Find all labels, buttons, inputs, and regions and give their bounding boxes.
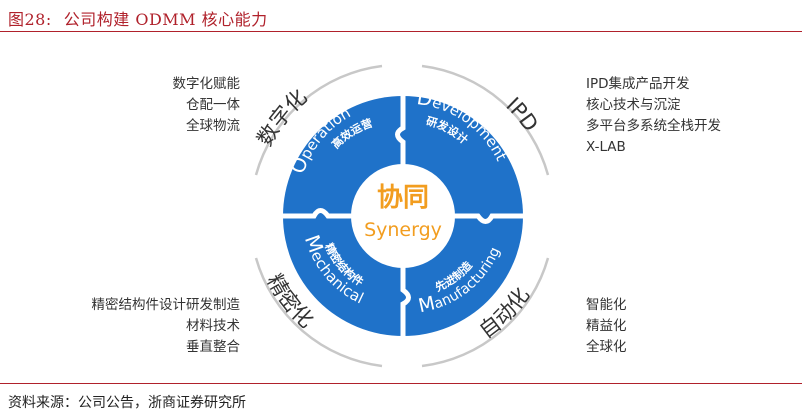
- figure-title: 图28: 公司构建 ODMM 核心能力: [8, 6, 268, 30]
- list-item: 精益化: [586, 318, 627, 334]
- list-top-right: IPD集成产品开发 核心技术与沉淀 多平台多系统全栈开发 X-LAB: [586, 74, 721, 158]
- list-item: 精密结构件设计研发制造: [91, 297, 241, 313]
- blue-disc: [283, 96, 523, 336]
- ring-arc-top-left: [254, 64, 383, 176]
- ring-arc-top-right: [421, 64, 550, 176]
- ring-label-top-right: IPD: [502, 93, 543, 136]
- list-item: 全球物流: [186, 118, 240, 134]
- list-item: 数字化赋能: [172, 76, 241, 92]
- list-item: X-LAB: [586, 139, 626, 155]
- top-rule: [0, 31, 802, 32]
- outer-ring: [254, 64, 550, 368]
- list-bottom-left: 精密结构件设计研发制造 材料技术 垂直整合: [92, 295, 241, 358]
- ring-label-top-left: 数字化: [253, 85, 312, 150]
- ring-arc-bottom-right: [421, 257, 550, 368]
- list-item: 仓配一体: [186, 97, 240, 113]
- source-note: 资料来源：公司公告，浙商证券研究所: [8, 395, 246, 411]
- list-item: 材料技术: [186, 318, 240, 334]
- center-circle: [351, 164, 455, 268]
- list-item: IPD集成产品开发: [586, 76, 690, 92]
- divider-vertical-bottom: [400, 262, 411, 336]
- divider-horizontal-left: [283, 208, 357, 219]
- list-item: 核心技术与沉淀: [586, 97, 681, 113]
- list-item: 全球化: [586, 339, 627, 355]
- bottom-rule: [0, 383, 802, 384]
- center-en: Synergy: [364, 219, 442, 241]
- figure-number: 图28:: [8, 10, 52, 29]
- list-item: 智能化: [586, 297, 627, 313]
- divider-horizontal-right: [449, 213, 523, 224]
- ring-arc-bottom-left: [254, 257, 383, 368]
- center-cn: 协同: [377, 183, 429, 213]
- list-bottom-right: 智能化 精益化 全球化: [586, 295, 627, 358]
- list-top-left: 数字化赋能 仓配一体 全球物流: [173, 74, 241, 137]
- divider-vertical-top: [395, 96, 406, 170]
- figure-title-text: 公司构建 ODMM 核心能力: [63, 10, 268, 29]
- list-item: 垂直整合: [186, 339, 240, 355]
- list-item: 多平台多系统全栈开发: [586, 118, 721, 134]
